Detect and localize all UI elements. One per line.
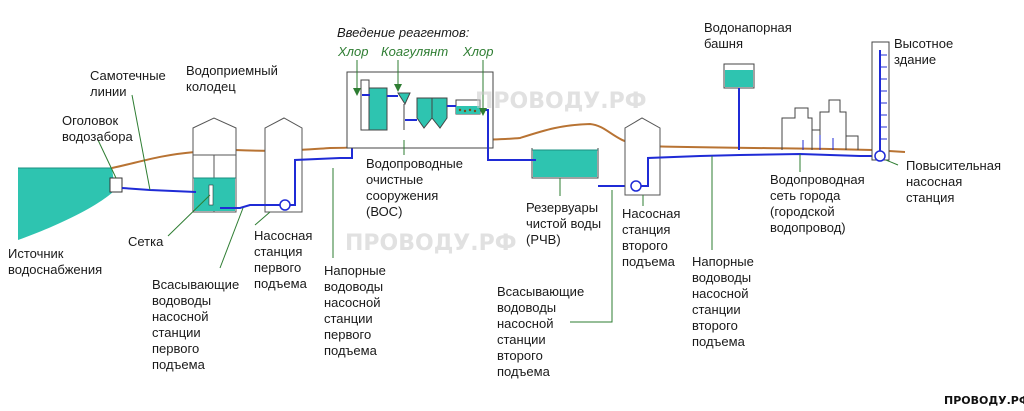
suction-pipe-first	[220, 204, 280, 209]
label-reagent-coagulant: Коагулянт	[381, 44, 448, 59]
water-tower	[723, 63, 755, 150]
label-suction-second: Всасывающие водоводы насосной станции вт…	[497, 284, 588, 379]
gravity-pipe	[121, 187, 197, 193]
label-intake-head: Оголовок водозабора	[62, 113, 133, 144]
high-rise-building	[871, 41, 890, 162]
city-network-pipe	[739, 152, 880, 157]
label-source: Источник водоснабжения	[8, 246, 102, 277]
pump-station-first	[264, 117, 303, 213]
label-screen: Сетка	[128, 234, 164, 249]
label-pressure-second: Напорные водоводы насосной станции второ…	[692, 254, 758, 349]
water-source	[18, 167, 115, 240]
label-intake-well: Водоприемный колодец	[186, 63, 282, 94]
label-reagent-chlorine-1: Хлор	[337, 44, 368, 59]
pressure-pipe-second	[641, 154, 741, 187]
label-reservoirs: Резервуары чистой воды (РЧВ)	[526, 200, 605, 247]
pump-station-second	[624, 117, 661, 196]
label-pump-station-second: Насосная станция второго подъема	[622, 206, 684, 269]
label-water-tower: Водонапорная башня	[704, 20, 795, 51]
label-city-network: Водопроводная сеть города (городской вод…	[770, 172, 868, 235]
label-high-rise: Высотное здание	[894, 36, 957, 67]
clean-water-reservoir	[531, 148, 599, 179]
watermark: ПРОВОДУ.РФ	[345, 231, 517, 256]
brand-logo: ПРОВОДУ.РФ	[944, 394, 1024, 407]
label-pump-station-first: Насосная станция первого подъема	[254, 228, 316, 291]
intake-head	[109, 177, 123, 193]
label-pressure-first: Напорные водоводы насосной станции перво…	[324, 263, 390, 358]
treatment-plant	[346, 71, 520, 161]
label-reagent-chlorine-2: Хлор	[462, 44, 493, 59]
label-reagents-title: Введение реагентов:	[337, 25, 470, 40]
reagent-arrows	[353, 60, 487, 116]
label-treatment: Водопроводные очистные сооружения (ВОС)	[366, 156, 467, 219]
watermark: ПРОВОДУ.РФ	[475, 89, 647, 114]
intake-well	[192, 117, 237, 213]
label-booster: Повысительная насосная станция	[906, 158, 1005, 205]
leader-lines	[97, 94, 899, 323]
label-suction-first: Всасывающие водоводы насосной станции пе…	[152, 277, 243, 372]
label-gravity-lines: Самотечные линии	[90, 68, 169, 99]
city-buildings	[781, 99, 859, 150]
